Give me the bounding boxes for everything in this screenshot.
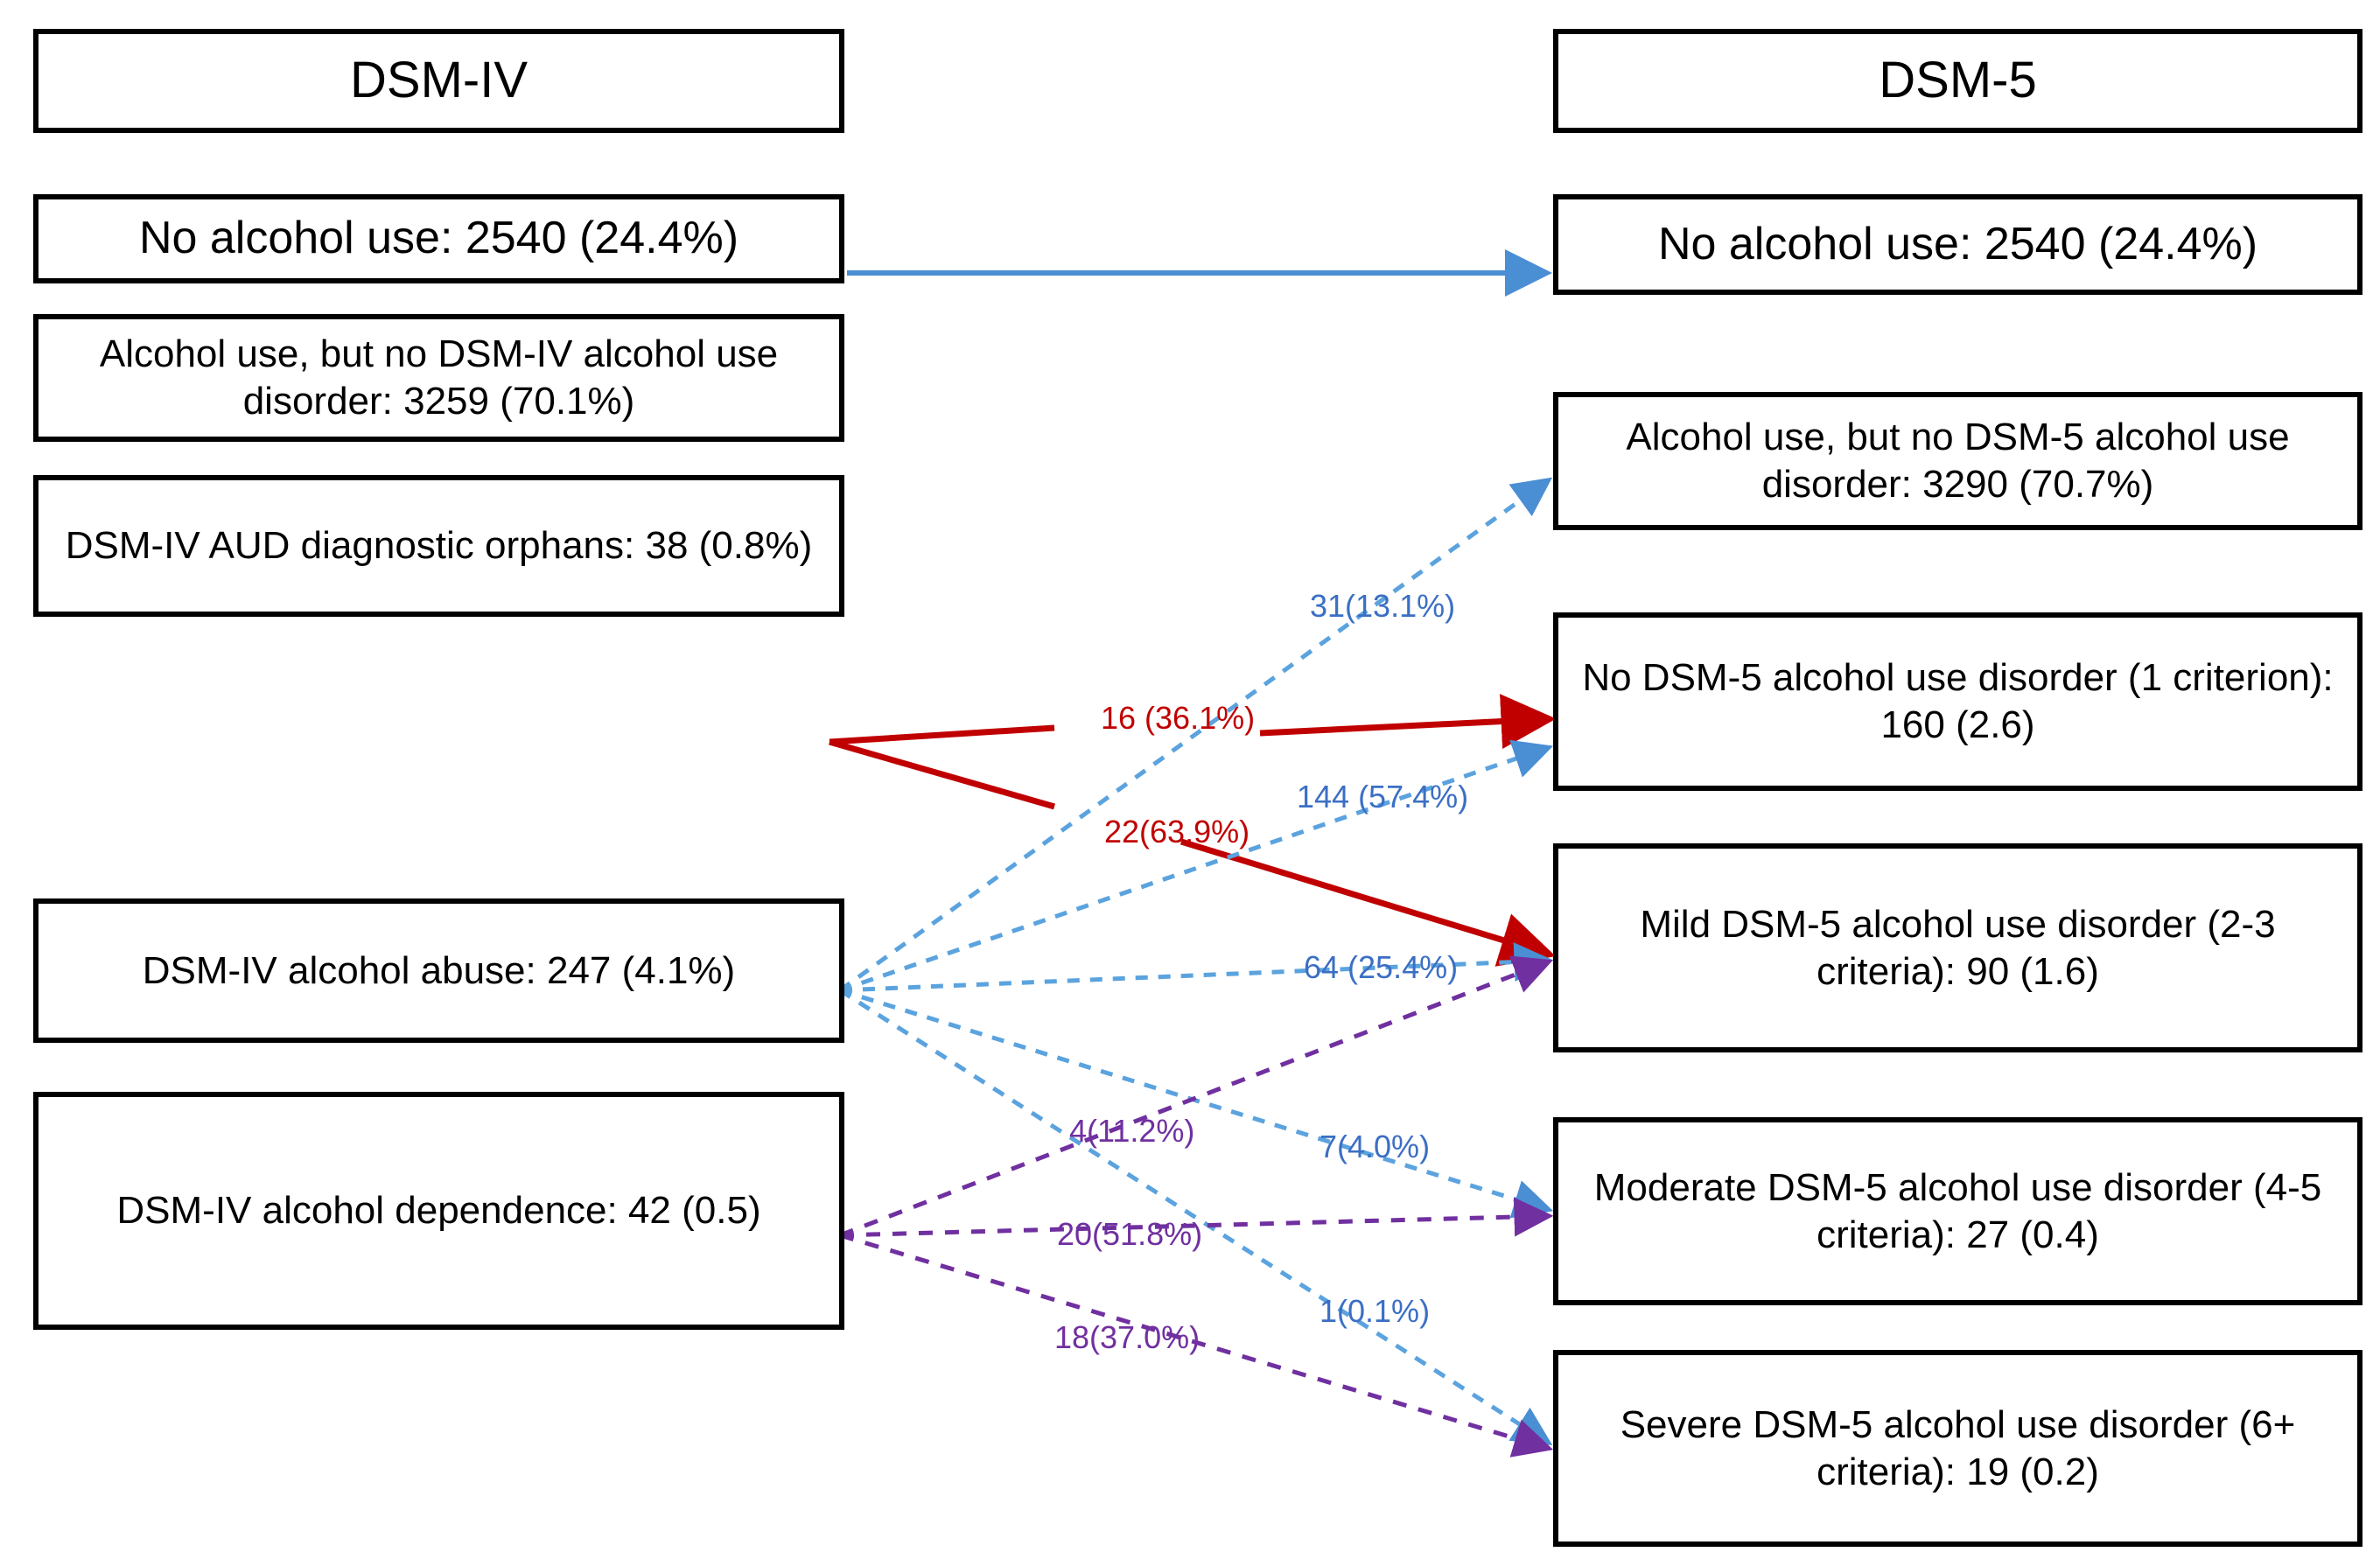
edge-label-orphans-to-mild: 22(63.9%) (1104, 814, 1250, 849)
box-dsm5-no-alcohol-use: No alcohol use: 2540 (24.4%) (1553, 194, 2362, 295)
edge-label-dependence-to-moderate: 20(51.8%) (1057, 1216, 1203, 1252)
box-dsm4-no-alcohol-use: No alcohol use: 2540 (24.4%) (33, 194, 844, 283)
edge-label-orphans-to-1crit: 16 (36.1%) (1101, 700, 1256, 736)
edge-label-abuse-to-no-aud: 31(13.1%) (1310, 588, 1456, 624)
column-header-dsm-iv: DSM-IV (33, 29, 844, 133)
edge-orphans-to-1crit-a (829, 724, 1055, 745)
edge-label-abuse-to-severe: 1(0.1%) (1320, 1293, 1431, 1329)
box-dsm4-alcohol-abuse: DSM-IV alcohol abuse: 247 (4.1%) (33, 898, 844, 1043)
box-dsm4-alcohol-use-no-aud: Alcohol use, but no DSM-IV alcohol use d… (33, 314, 844, 442)
column-header-dsm-5: DSM-5 (1553, 29, 2362, 133)
edge-orphans-to-mild-a (829, 738, 1055, 810)
box-dsm5-mild-aud: Mild DSM-5 alcohol use disorder (2-3 cri… (1553, 843, 2362, 1052)
edge-label-abuse-to-1crit: 144 (57.4%) (1297, 779, 1469, 814)
edge-abuse-to-moderate (839, 988, 1554, 1219)
box-dsm4-alcohol-dependence: DSM-IV alcohol dependence: 42 (0.5) (33, 1092, 844, 1330)
edge-dependence-to-mild (839, 955, 1553, 1238)
box-dsm4-diagnostic-orphans: DSM-IV AUD diagnostic orphans: 38 (0.8%) (33, 475, 844, 617)
box-dsm5-moderate-aud: Moderate DSM-5 alcohol use disorder (4-5… (1553, 1117, 2362, 1305)
box-dsm5-severe-aud: Severe DSM-5 alcohol use disorder (6+ cr… (1553, 1350, 2362, 1547)
edge-label-dependence-to-mild: 4(11.2%) (1069, 1113, 1195, 1149)
box-dsm5-no-aud-one-criterion: No DSM-5 alcohol use disorder (1 criteri… (1553, 612, 2362, 791)
edge-orphans-to-mild-b (1180, 838, 1557, 967)
edge-label-abuse-to-mild: 64 (25.4%) (1304, 949, 1459, 985)
edge-label-abuse-to-moderate: 7(4.0%) (1320, 1129, 1431, 1164)
edge-orphans-to-1crit-b (1259, 694, 1557, 750)
edge-label-dependence-to-severe: 18(37.0%) (1054, 1319, 1200, 1355)
box-dsm5-alcohol-use-no-aud: Alcohol use, but no DSM-5 alcohol use di… (1553, 392, 2362, 530)
